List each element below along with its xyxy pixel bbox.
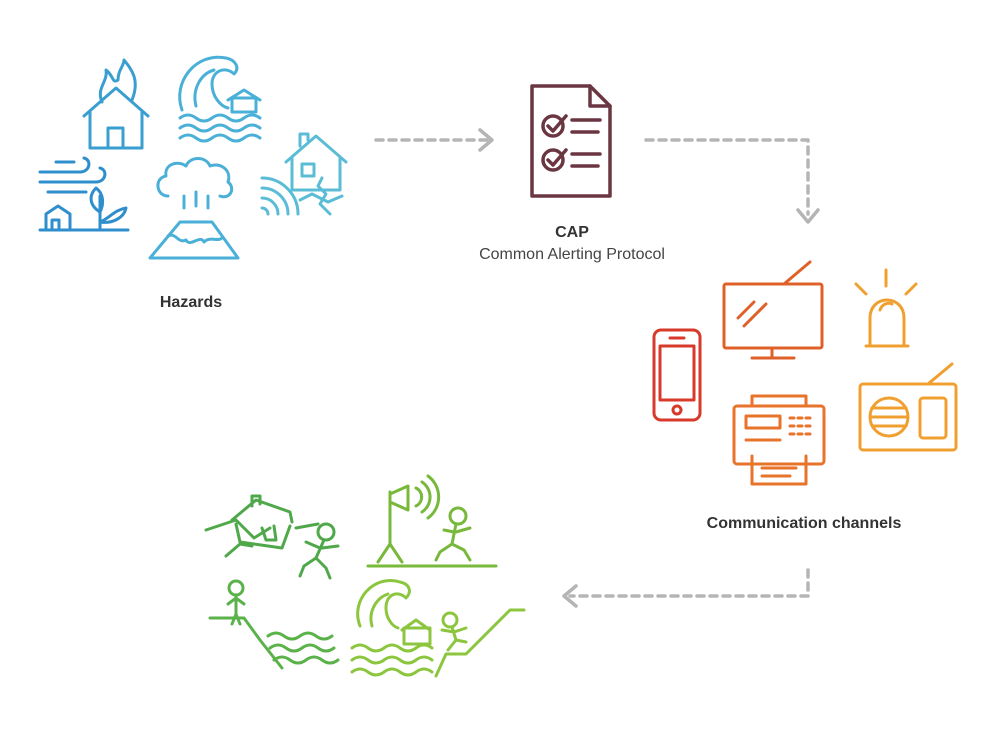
checklist-document-icon [530, 84, 612, 198]
radio-icon [858, 362, 958, 452]
arrow-cap-to-channels [644, 138, 820, 224]
cap-subtitle: Common Alerting Protocol [479, 246, 665, 263]
siren-alert-run-icon [366, 474, 498, 568]
tsunami-escape-icon [350, 579, 526, 678]
siren-light-icon [854, 268, 918, 348]
channels-group [652, 260, 958, 486]
flow-arrows [374, 128, 820, 608]
storm-wind-icon [38, 156, 130, 232]
fax-machine-icon [732, 394, 826, 486]
cap-title: CAP [555, 224, 589, 241]
channels-label: Communication channels [706, 515, 902, 532]
hazards-label: Hazards [159, 294, 223, 311]
tsunami-icon [178, 55, 262, 143]
actions-group [204, 474, 526, 678]
volcano-icon [148, 157, 240, 260]
smartphone-icon [652, 328, 702, 422]
climb-high-ground-icon [208, 579, 340, 670]
arrow-channels-to-actions [562, 568, 810, 608]
flood-evacuation-icon [204, 494, 340, 580]
earthquake-icon [260, 132, 348, 216]
arrow-hazards-to-cap [374, 128, 494, 152]
television-icon [722, 260, 824, 360]
house-fire-icon [82, 58, 150, 150]
hazards-group [38, 55, 348, 260]
